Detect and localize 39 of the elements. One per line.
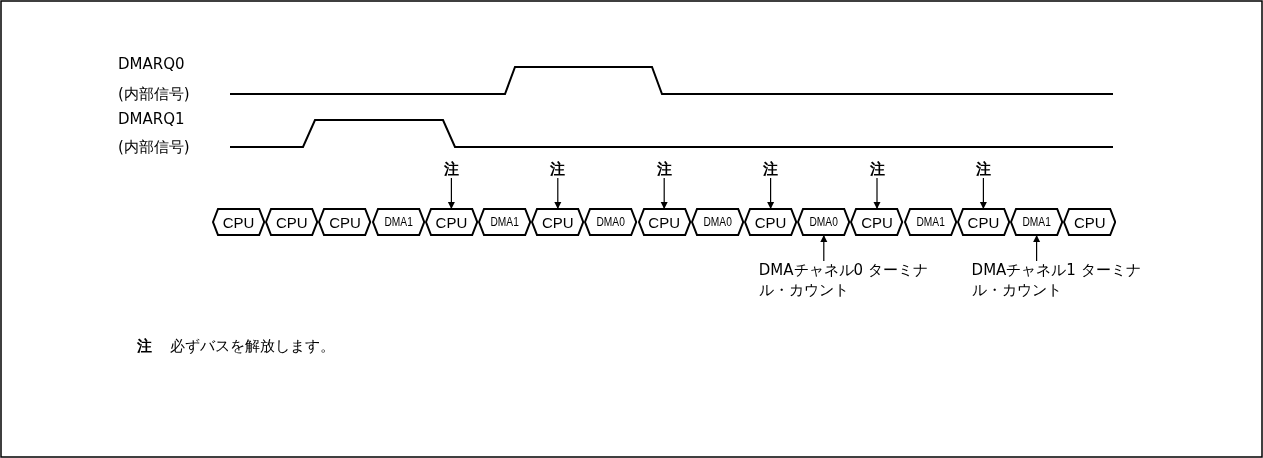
annotation-text: DMAチャネル1 ターミナル・カウント: [971, 260, 1142, 300]
bus-cycle-hexagon: CPU: [1063, 207, 1117, 237]
note-mark: 注: [975, 160, 991, 178]
footnote-mark: 注: [137, 337, 152, 355]
bus-cycle-hexagon: DMA0: [690, 207, 744, 237]
bus-cycle-hexagon: CPU: [637, 207, 691, 237]
note-mark: 注: [656, 160, 672, 178]
footnote-text: 必ずバスを解放します。: [170, 337, 335, 355]
annotation-text: DMAチャネル0 ターミナル・カウント: [758, 260, 929, 300]
bus-cycle-hexagon: CPU: [265, 207, 319, 237]
bus-cycle-hexagon: CPU: [744, 207, 798, 237]
bus-cycle-hexagon: CPU: [212, 207, 266, 237]
arrow: [554, 177, 562, 210]
arrow: [873, 177, 881, 210]
arrow: [660, 177, 668, 210]
arrow: [820, 234, 828, 262]
bus-cycle-hexagon: CPU: [318, 207, 372, 237]
signal-note: (内部信号): [118, 85, 190, 103]
note-mark: 注: [443, 160, 459, 178]
signal-note: (内部信号): [118, 138, 190, 156]
bus-cycle-hexagon: DMA1: [903, 207, 957, 237]
bus-cycle-hexagon: CPU: [850, 207, 904, 237]
note-mark: 注: [550, 160, 566, 178]
bus-cycle-hexagon: DMA0: [584, 207, 638, 237]
arrow: [1033, 234, 1041, 262]
arrow: [447, 177, 455, 210]
bus-cycle-hexagon: CPU: [531, 207, 585, 237]
bus-cycle-hexagon: DMA1: [1010, 207, 1064, 237]
bus-cycle-hexagon: DMA1: [371, 207, 425, 237]
bus-cycle-hexagon: CPU: [424, 207, 478, 237]
bus-cycle-hexagon: DMA0: [797, 207, 851, 237]
note-mark: 注: [763, 160, 779, 178]
note-mark: 注: [869, 160, 885, 178]
bus-cycle-hexagon: CPU: [956, 207, 1010, 237]
arrow: [767, 177, 775, 210]
bus-cycle-hexagon: DMA1: [478, 207, 532, 237]
signal-name: DMARQ0: [118, 55, 185, 73]
arrow: [979, 177, 987, 210]
signal-name: DMARQ1: [118, 110, 185, 128]
